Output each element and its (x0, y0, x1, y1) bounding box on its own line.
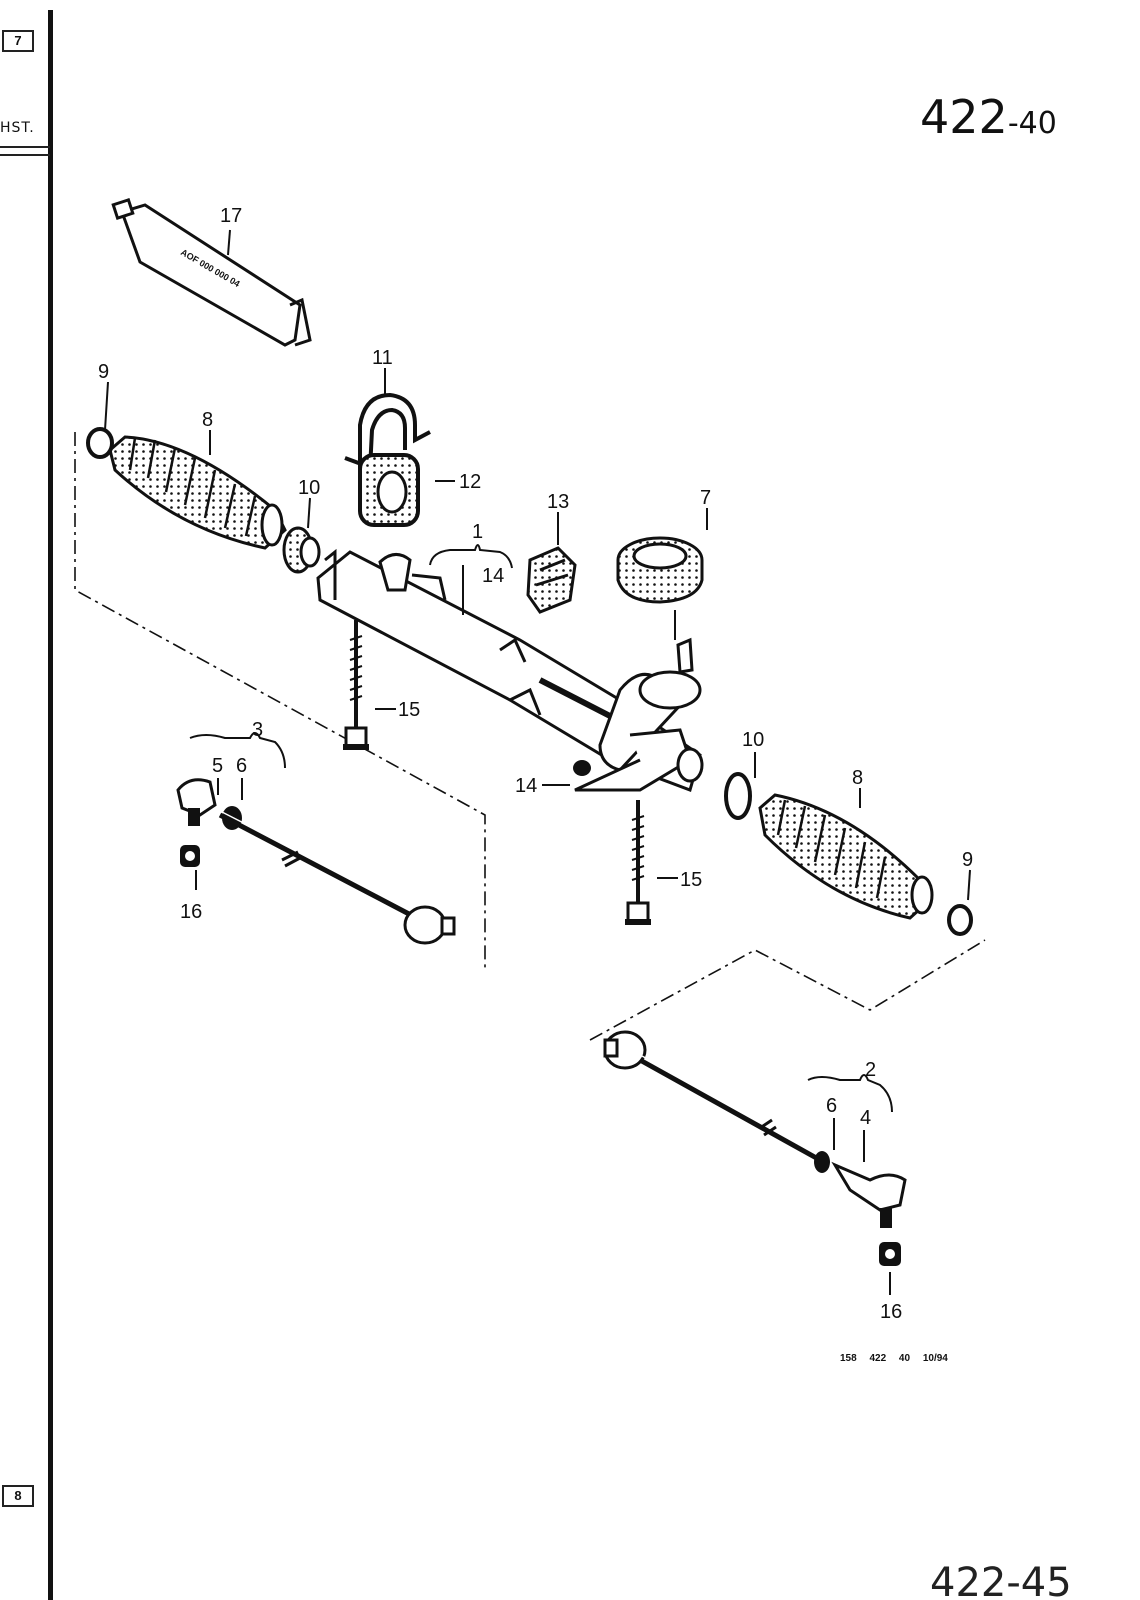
mounting-bolt-upper (343, 620, 369, 750)
left-bellows (108, 435, 287, 550)
hst-rule (0, 146, 50, 156)
right-boot-clip (947, 904, 973, 936)
footer-code: 158 422 40 10/94 (840, 1353, 948, 1364)
callout-16-left: 16 (180, 901, 202, 923)
left-boot-clip (86, 427, 114, 459)
callout-9-right: 9 (962, 849, 973, 871)
callout-7: 7 (700, 487, 711, 509)
rubber-bushing (358, 453, 420, 527)
callout-8-right: 8 (852, 767, 863, 789)
page-number-main: 422 (920, 90, 1008, 144)
right-tie-rod-nut (879, 1242, 901, 1266)
callout-16-right: 16 (880, 1301, 902, 1323)
callout-12: 12 (459, 471, 481, 493)
left-collar (282, 526, 321, 574)
pinion-boot (616, 536, 704, 604)
callout-4: 4 (860, 1107, 871, 1129)
page-number-suffix: -40 (1007, 106, 1057, 141)
small-clip (526, 546, 577, 614)
tab-marker-bottom: 8 (2, 1485, 34, 1507)
callout-11: 11 (372, 347, 393, 369)
callout-2: 2 (865, 1059, 876, 1081)
next-page-number: 422-45 (930, 1560, 1072, 1600)
rack-housing (316, 548, 704, 792)
tab-marker-top: 7 (2, 30, 34, 52)
callout-5: 5 (212, 755, 223, 777)
callout-14-upper: 14 (482, 565, 504, 587)
callout-10-left: 10 (298, 477, 320, 499)
callout-14-lower: 14 (515, 775, 537, 797)
mounting-nut (573, 760, 591, 776)
callout-6-left: 6 (236, 755, 247, 777)
callout-1: 1 (472, 521, 483, 543)
page-number: 422-40 (920, 90, 1057, 144)
callout-9-left: 9 (98, 361, 109, 383)
callout-17: 17 (220, 205, 242, 227)
callout-8-left: 8 (202, 409, 213, 431)
guide-lines (74, 432, 986, 1041)
callout-13: 13 (547, 491, 569, 513)
callout-15-lower: 15 (680, 869, 702, 891)
leader-lines (104, 229, 971, 1295)
callout-3: 3 (252, 719, 263, 741)
right-tie-rod (603, 1030, 907, 1228)
right-bellows (758, 793, 934, 920)
callout-15-upper: 15 (398, 699, 420, 721)
left-tie-rod-nut (180, 845, 200, 867)
callout-6-right: 6 (826, 1095, 837, 1117)
mounting-bolt-lower (625, 800, 651, 925)
callout-10-right: 10 (742, 729, 764, 751)
hst-label: HST. (0, 120, 35, 136)
right-collar (724, 772, 752, 820)
margin-line (48, 10, 53, 1600)
left-tie-rod (176, 778, 456, 945)
callout-labels: 17 11 9 8 10 12 1 14 13 7 15 3 5 6 14 10… (98, 205, 973, 1323)
grease-tube: AOF 000 000 04 (111, 197, 312, 347)
